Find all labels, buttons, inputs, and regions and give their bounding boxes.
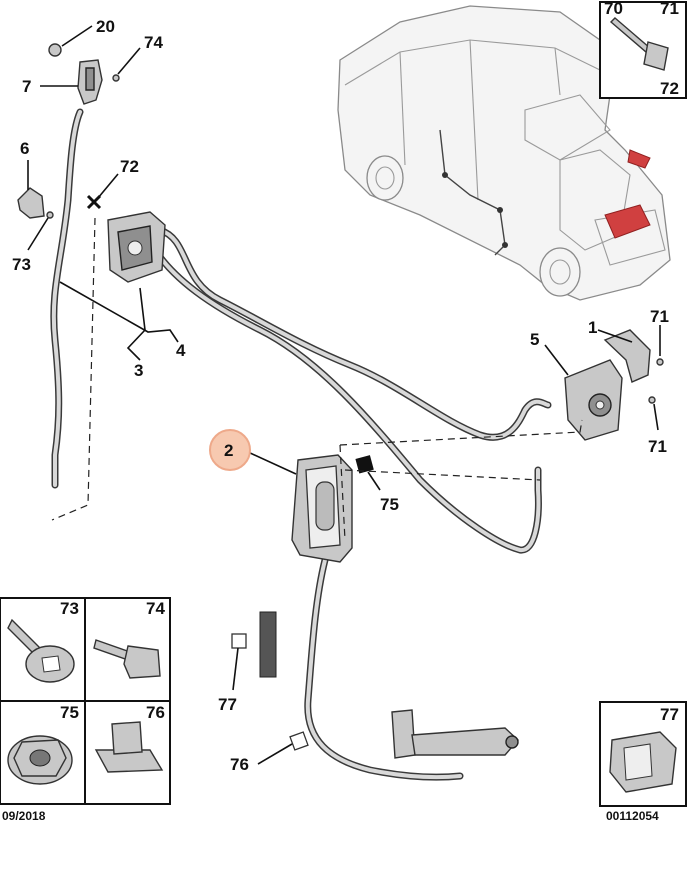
weather-strip (259, 611, 277, 678)
part-75-nut-marker (355, 455, 374, 474)
cable-handle-to-hinge (304, 556, 464, 781)
callout-4[interactable]: 4 (176, 341, 186, 360)
detail-box-70-71-72: 70 71 72 (599, 0, 687, 99)
clip-icon (94, 721, 164, 773)
detail-box-77: 77 (599, 701, 687, 807)
callout-72[interactable]: 72 (120, 157, 139, 176)
part-2-door-handle (291, 454, 353, 563)
part-77-marker (231, 633, 247, 649)
part-1-lever (603, 329, 664, 404)
callout-7[interactable]: 7 (22, 77, 31, 96)
callout-2-highlight[interactable] (209, 429, 251, 471)
callout-75[interactable]: 75 (380, 495, 399, 514)
box-label-74: 74 (146, 599, 165, 618)
footer-date: 09/2018 (2, 809, 46, 823)
screw-icon (609, 17, 669, 71)
door-lock-mechanism (107, 211, 166, 283)
box-label-70: 70 (604, 0, 623, 18)
removed-marker-x (86, 194, 102, 210)
cable-clip-icon (609, 731, 677, 793)
callout-71-upper[interactable]: 71 (650, 307, 669, 326)
hex-bolt-icon (93, 639, 161, 679)
callout-73[interactable]: 73 (12, 255, 31, 274)
callout-71-lower[interactable]: 71 (648, 437, 667, 456)
part-7-bracket (48, 43, 120, 105)
part-5-rear-lock (564, 359, 623, 441)
callout-76[interactable]: 76 (230, 755, 249, 774)
torx-screw-icon (7, 618, 75, 683)
callout-74[interactable]: 74 (144, 33, 163, 52)
footer-code: 00112054 (606, 809, 659, 823)
callout-2[interactable]: 2 (224, 441, 233, 460)
cable-lock-to-rear (156, 226, 552, 441)
callout-1[interactable]: 1 (588, 318, 597, 337)
flange-nut-icon (7, 735, 73, 785)
hinge-bracket (391, 709, 519, 759)
box-label-77: 77 (660, 705, 679, 724)
callout-20[interactable]: 20 (96, 17, 115, 36)
cable-lock-to-handle (151, 246, 542, 554)
callout-77[interactable]: 77 (218, 695, 237, 714)
part-6-bracket (17, 187, 54, 219)
box-label-76: 76 (146, 703, 165, 722)
fastener-grid: 73 74 75 76 (0, 597, 171, 805)
callout-6[interactable]: 6 (20, 139, 29, 158)
box-label-71: 71 (660, 0, 679, 18)
van-illustration (337, 5, 671, 301)
box-label-75: 75 (60, 703, 79, 722)
cable-left-long (50, 108, 84, 489)
callout-3[interactable]: 3 (134, 361, 143, 380)
box-label-72: 72 (660, 79, 679, 98)
part-76-marker (289, 731, 309, 751)
box-label-73: 73 (60, 599, 79, 618)
callout-5[interactable]: 5 (530, 330, 539, 349)
